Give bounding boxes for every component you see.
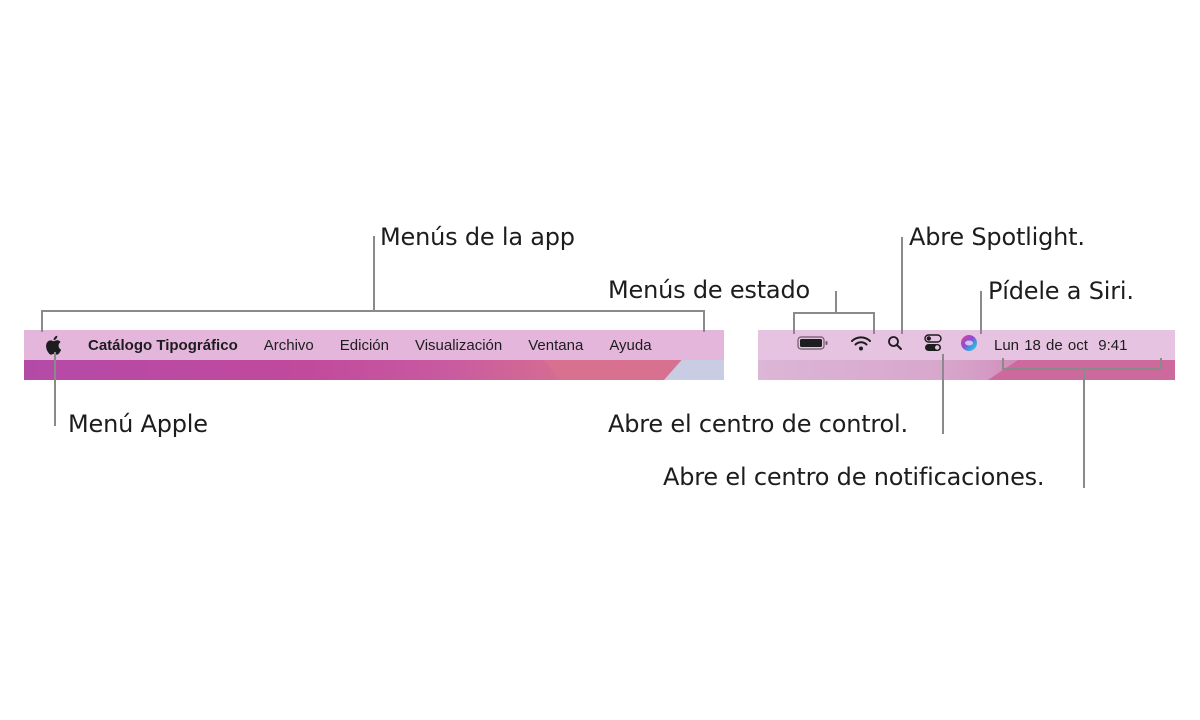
leader-line (901, 237, 903, 334)
menu-bar-app-section: Catálogo Tipográfico Archivo Edición Vis… (24, 330, 724, 380)
callout-siri: Pídele a Siri. (988, 277, 1134, 305)
clock-time: 9:41 (1098, 336, 1128, 354)
menu-visualizacion[interactable]: Visualización (414, 336, 503, 354)
callout-apple-menu: Menú Apple (68, 410, 208, 438)
leader-line (793, 312, 795, 334)
callout-app-menus: Menús de la app (380, 223, 575, 251)
menu-ventana[interactable]: Ventana (528, 336, 584, 354)
callout-spotlight: Abre Spotlight. (909, 223, 1085, 251)
leader-line (793, 312, 875, 314)
leader-line (942, 354, 944, 434)
battery-icon[interactable] (797, 335, 829, 355)
leader-line (373, 236, 375, 311)
leader-line (41, 310, 705, 312)
leader-line (835, 291, 837, 313)
control-center-icon[interactable] (924, 334, 942, 356)
menu-archivo[interactable]: Archivo (263, 336, 314, 354)
leader-line (1002, 358, 1004, 370)
leader-line (54, 352, 56, 426)
leader-line (1002, 368, 1162, 370)
menu-bar: Catálogo Tipográfico Archivo Edición Vis… (24, 330, 724, 360)
status-bar: Lun 18 de oct 9:41 (758, 330, 1175, 360)
leader-line (703, 310, 705, 332)
clock-notification-center[interactable]: Lun 18 de oct 9:41 (994, 337, 1127, 354)
menu-bar-status-section: Lun 18 de oct 9:41 (758, 330, 1175, 380)
callout-control-center: Abre el centro de control. (608, 410, 908, 438)
callout-status-menus: Menús de estado (608, 276, 810, 304)
leader-line (873, 312, 875, 334)
wallpaper-shape (988, 360, 1175, 380)
wallpaper-shape (664, 360, 724, 380)
leader-line (1160, 358, 1162, 370)
leader-line (980, 291, 982, 334)
wallpaper-shape (544, 360, 704, 380)
siri-icon[interactable] (960, 334, 978, 356)
menu-edicion[interactable]: Edición (339, 336, 389, 354)
callout-notification-center: Abre el centro de notificaciones. (663, 463, 1045, 491)
apple-menu-icon[interactable] (44, 335, 62, 355)
wifi-icon[interactable] (850, 335, 872, 355)
clock-date: Lun 18 de oct (994, 336, 1088, 354)
leader-line (41, 310, 43, 332)
spotlight-search-icon[interactable] (887, 335, 903, 355)
menu-ayuda[interactable]: Ayuda (609, 336, 652, 354)
leader-line (1083, 368, 1085, 488)
app-name-menu[interactable]: Catálogo Tipográfico (88, 336, 238, 354)
